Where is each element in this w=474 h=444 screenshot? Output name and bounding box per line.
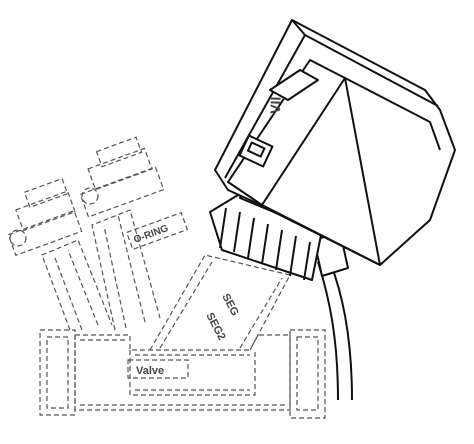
right-pipe-end — [289, 329, 326, 419]
actuator-label-window — [269, 69, 319, 101]
cap-right: O-RING — [79, 136, 189, 251]
actuator-label: VII — [267, 96, 284, 114]
rj-connector-icon — [238, 134, 274, 168]
actuator: VII — [209, 19, 456, 401]
left-pipe-end — [39, 329, 76, 416]
body-marking-1: SEG — [219, 292, 241, 318]
pipe-marking: Valve — [136, 365, 164, 377]
actuator-cable — [317, 261, 353, 401]
cap-left — [7, 177, 83, 257]
body-marking-2: SEG2 — [203, 311, 227, 343]
